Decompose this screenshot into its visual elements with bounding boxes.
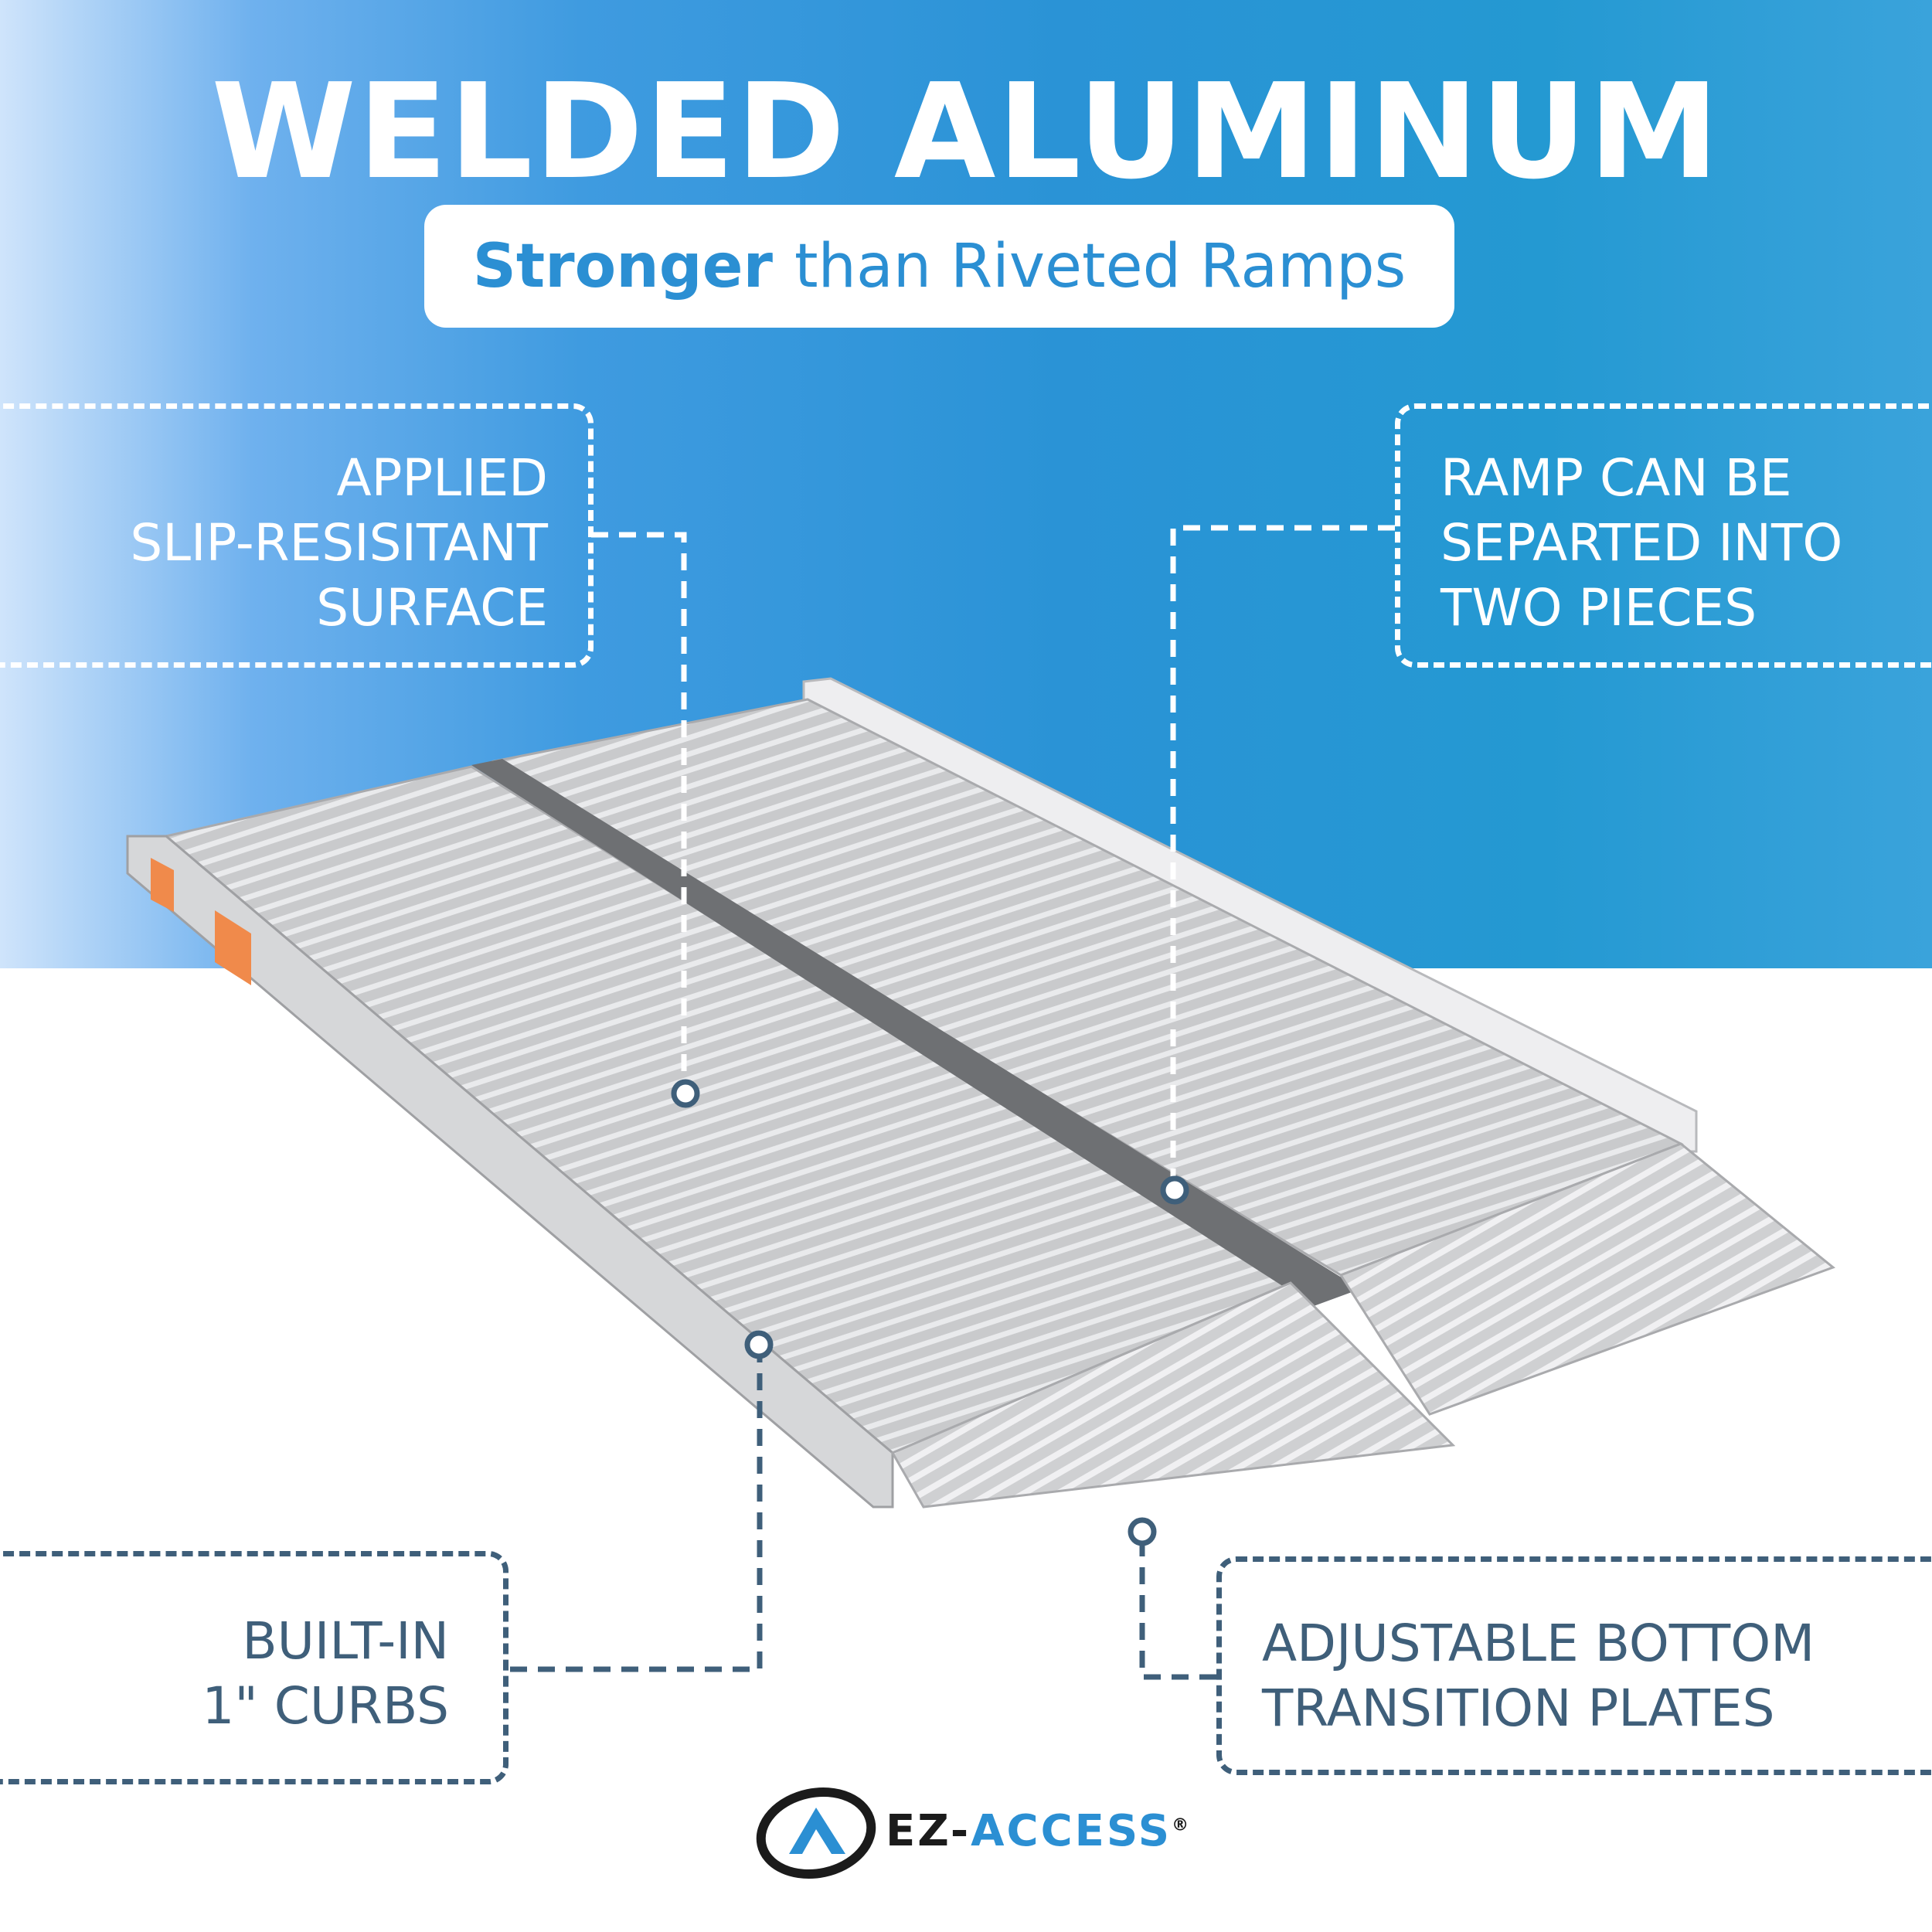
callout-curbs-line-2: 1" CURBS — [202, 1676, 449, 1736]
page-title: WELDED ALUMINUM — [211, 56, 1721, 209]
callout-plates-line-1: ADJUSTABLE BOTTOM — [1262, 1614, 1815, 1673]
callout-surface-line-2: SLIP-RESISITANT — [130, 513, 548, 573]
callout-slip-resistant-surface: APPLIED SLIP-RESISITANT SURFACE — [0, 403, 594, 668]
leader-surface — [591, 532, 687, 1082]
marker-plates — [1128, 1517, 1157, 1546]
center-hinge-seam — [471, 759, 1360, 1306]
ez-access-logo-mark — [756, 1787, 876, 1879]
subtitle-rest: than Riveted Ramps — [794, 231, 1406, 301]
callout-built-in-curbs: BUILT-IN 1" CURBS — [0, 1551, 509, 1784]
marker-curbs — [744, 1330, 774, 1359]
callout-separate-line-1: RAMP CAN BE — [1440, 448, 1792, 508]
callout-surface-line-1: APPLIED — [336, 448, 548, 508]
right-transition-plate — [1338, 1142, 1836, 1416]
registered-mark: ® — [1172, 1815, 1192, 1835]
left-side-edge — [126, 835, 894, 1509]
leader-curbs — [510, 1349, 763, 1672]
callout-separate-line-2: SEPARTED INTO — [1440, 513, 1843, 573]
marker-surface — [671, 1079, 700, 1108]
ez-access-logo: EZ-ACCESS® — [754, 1783, 1189, 1883]
callout-surface-line-3: SURFACE — [316, 578, 548, 638]
ez-access-wordmark: EZ-ACCESS® — [886, 1806, 1191, 1856]
brand-prefix: EZ- — [886, 1806, 971, 1856]
subtitle-badge: Stronger than Riveted Ramps — [424, 205, 1454, 328]
callout-separate-line-3: TWO PIECES — [1440, 578, 1757, 638]
callout-transition-plates: ADJUSTABLE BOTTOM TRANSITION PLATES — [1216, 1556, 1932, 1775]
subtitle-bold: Stronger — [472, 231, 773, 301]
callout-curbs-line-1: BUILT-IN — [242, 1611, 449, 1671]
warning-label-1 — [151, 858, 174, 912]
callout-plates-line-2: TRANSITION PLATES — [1262, 1679, 1775, 1738]
leader-plates — [1139, 1542, 1216, 1680]
callout-separable-ramp: RAMP CAN BE SEPARTED INTO TWO PIECES — [1395, 403, 1932, 668]
left-transition-plate — [890, 1281, 1456, 1509]
brand-suffix: ACCESS — [971, 1806, 1172, 1856]
marker-separate — [1160, 1175, 1189, 1205]
warning-label-2 — [215, 910, 251, 985]
